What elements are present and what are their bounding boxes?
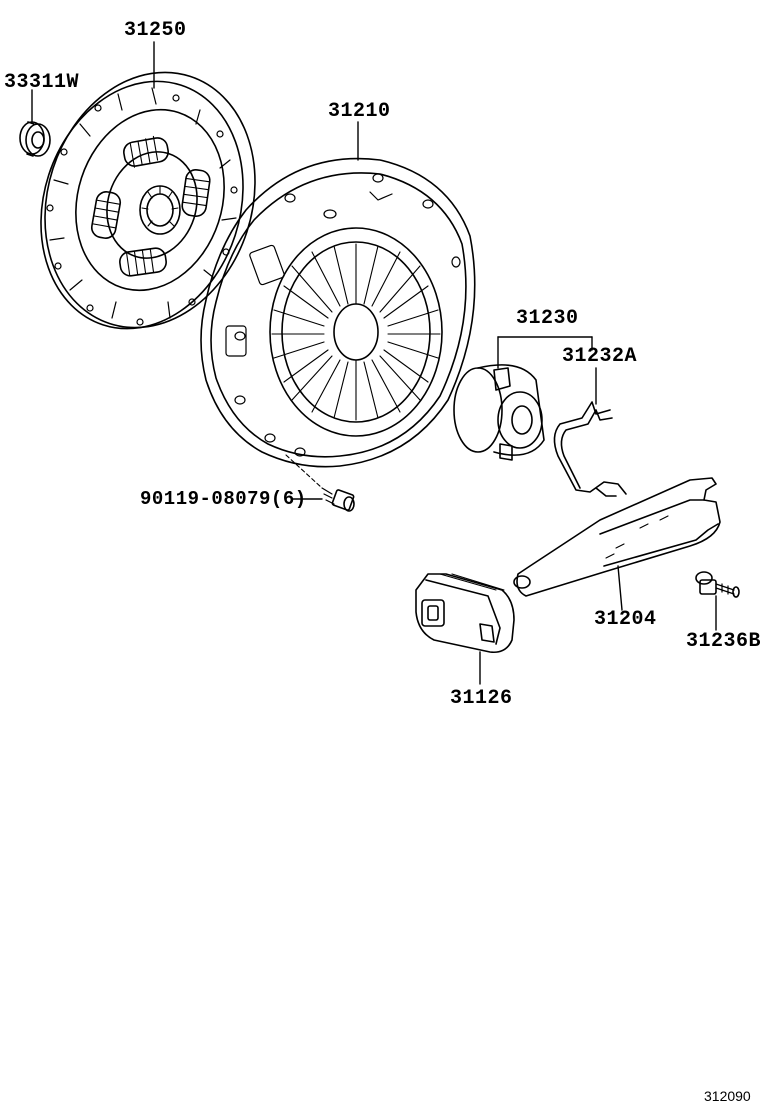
release-fork-drawing	[514, 478, 720, 596]
part-label-31236b: 31236B	[686, 630, 760, 653]
leader-lines	[32, 42, 716, 684]
release-bearing-drawing	[454, 365, 544, 460]
pilot-bearing-drawing	[20, 122, 50, 156]
clutch-disc-drawing	[10, 45, 287, 355]
figure-code: 312090	[704, 1088, 751, 1104]
cover-bolt-drawing	[286, 455, 354, 511]
clutch-cover-drawing	[201, 159, 475, 467]
part-label-31126: 31126	[450, 687, 513, 710]
part-label-90119-08079: 90119-08079(6)	[140, 488, 307, 510]
part-label-31204: 31204	[594, 608, 657, 631]
part-label-33311w: 33311W	[4, 71, 80, 94]
part-label-31230: 31230	[516, 307, 579, 330]
part-label-31250: 31250	[124, 19, 187, 42]
release-fork-boot-drawing	[416, 574, 514, 652]
part-label-31232a: 31232A	[562, 345, 638, 368]
part-label-31210: 31210	[328, 100, 391, 123]
fork-support-drawing	[696, 572, 739, 597]
hub-clip-drawing	[554, 402, 626, 496]
